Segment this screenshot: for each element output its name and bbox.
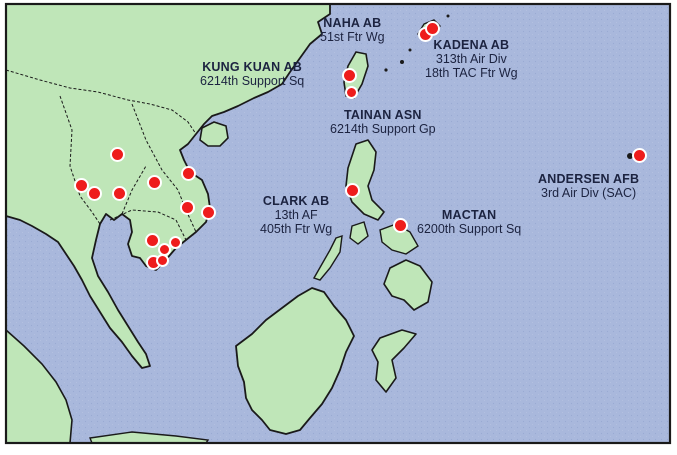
base-marker-tainan (345, 86, 358, 99)
label-kadena-ab: KADENA AB 313th Air Div 18th TAC Ftr Wg (425, 38, 518, 80)
label-naha-ab: NAHA AB 51st Ftr Wg (320, 16, 385, 44)
mindanao (383, 259, 433, 311)
asia-mainland (5, 3, 331, 369)
mindoro (349, 221, 369, 245)
base-marker-andersen (632, 148, 647, 163)
label-andersen-afb: ANDERSEN AFB 3rd Air Div (SAC) (538, 172, 640, 200)
palawan (312, 234, 343, 281)
borneo (235, 287, 355, 435)
label-tainan-asn: TAINAN ASN 6214th Support Gp (330, 108, 436, 136)
label-clark-ab: CLARK AB 13th AF 405th Ftr Wg (260, 194, 333, 236)
hainan (199, 121, 229, 147)
base-marker (147, 175, 162, 190)
base-marker (169, 236, 182, 249)
label-mactan: MACTAN 6200th Support Sq (417, 208, 522, 236)
base-marker (201, 205, 216, 220)
base-marker-kadena (425, 21, 440, 36)
base-marker-mactan (393, 218, 408, 233)
base-marker (181, 166, 196, 181)
base-marker (110, 147, 125, 162)
base-marker-kung-kuan (342, 68, 357, 83)
base-marker (112, 186, 127, 201)
base-marker (74, 178, 89, 193)
base-marker (87, 186, 102, 201)
sulawesi (371, 329, 417, 393)
base-marker (145, 233, 160, 248)
base-marker-clark (345, 183, 360, 198)
label-kung-kuan-ab: KUNG KUAN AB 6214th Support Sq (200, 60, 305, 88)
base-marker (156, 254, 169, 267)
base-marker (180, 200, 195, 215)
